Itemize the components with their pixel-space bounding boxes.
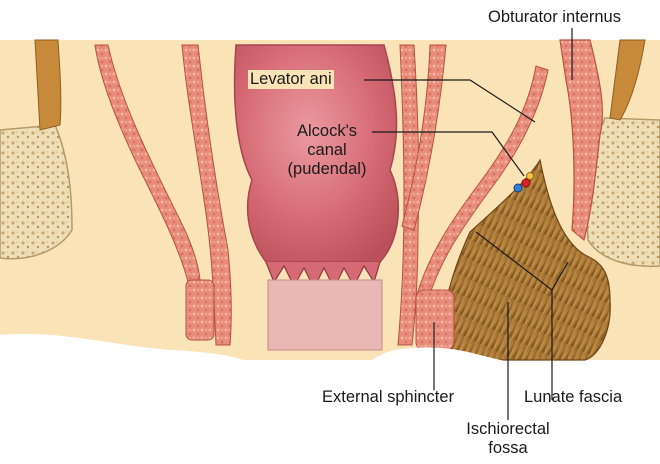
right-external-sphincter-block [416,290,454,350]
label-ischiorectal-fossa: Ischiorectal fossa [450,420,566,458]
label-lunate-fascia: Lunate fascia [524,388,622,407]
label-alcocks-line-2: canal [283,141,371,160]
label-alcocks-line-1: Alcock's [283,122,371,141]
left-external-sphincter-block [186,280,214,340]
label-ischiorectal-line-1: Ischiorectal [450,420,566,439]
label-ischiorectal-line-2: fossa [450,439,566,458]
pudendal-vein-dot [514,184,522,192]
label-obturator-internus: Obturator internus [488,8,621,27]
label-external-sphincter: External sphincter [322,388,454,407]
left-obturator-muscle [35,40,61,130]
pudendal-artery-dot [522,179,530,187]
anal-canal [268,280,382,350]
label-alcocks-line-3: (pudendal) [283,160,371,179]
label-levator-ani: Levator ani [248,70,334,89]
left-ischium-bone [0,125,72,259]
pudendal-nerve-dot [527,173,534,180]
label-alcocks-canal: Alcock's canal (pudendal) [283,122,371,179]
